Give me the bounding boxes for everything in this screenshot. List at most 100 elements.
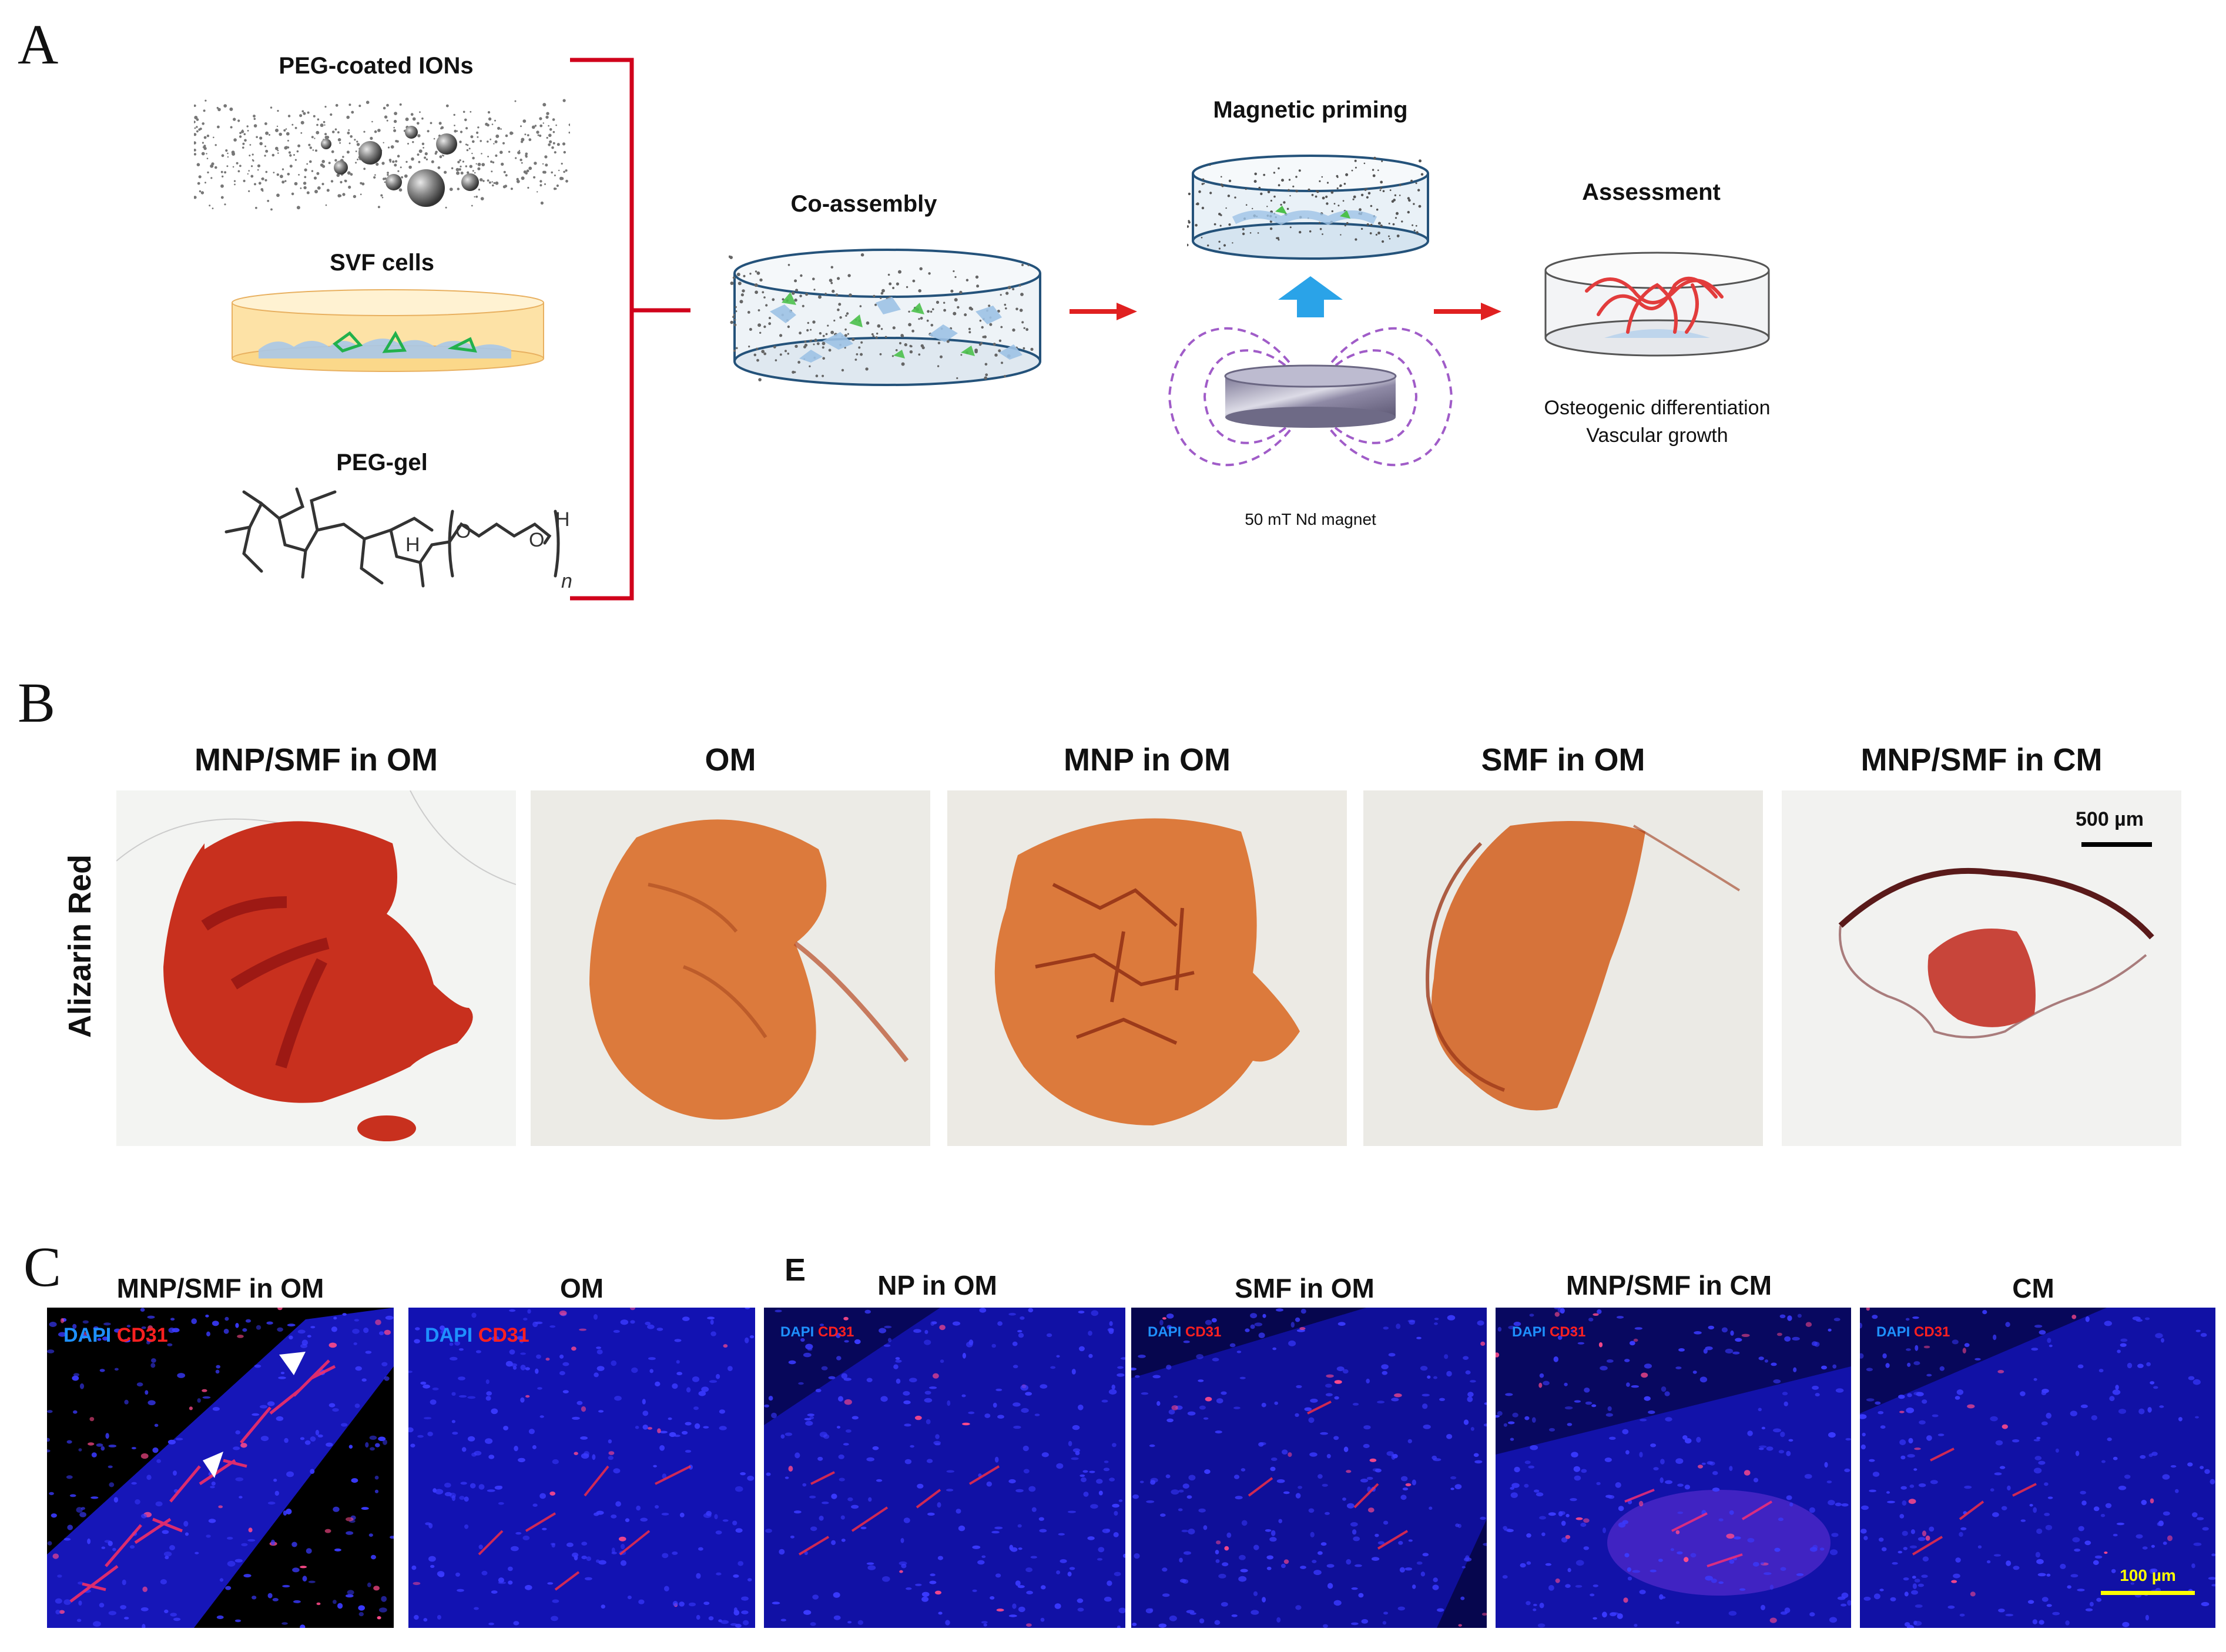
cell-nucleus [929,1580,937,1584]
alizarin-image-mnp-om [947,790,1347,1146]
cell-nucleus [1725,1348,1734,1354]
speckle-dot [982,336,985,339]
cell-nucleus [460,1482,467,1485]
speckle-dot [844,334,847,337]
cell-nucleus [991,1530,1000,1534]
speckle-dot [217,125,220,129]
cell-nucleus [884,1325,892,1329]
cell-nucleus [921,1591,930,1597]
scale-bar-label-b: 500 µm [2076,808,2144,830]
cell-nucleus [1169,1615,1177,1621]
cell-nucleus [857,1620,863,1625]
cell-nucleus [930,1573,936,1576]
cell-nucleus [1416,1336,1422,1339]
cell-nucleus [1815,1393,1820,1397]
cell-nucleus [1539,1603,1544,1609]
cell-nucleus [427,1432,433,1436]
cell-nucleus [1276,1308,1283,1312]
cell-nucleus [1320,1432,1328,1435]
speckle-dot [739,300,743,304]
cell-nucleus [433,1488,437,1493]
cell-nucleus [1352,1403,1359,1406]
cell-nucleus [1020,1316,1025,1320]
cell-nucleus [1429,1506,1433,1510]
cell-nucleus [1907,1362,1911,1367]
cell-nucleus [1930,1480,1938,1485]
speckle-dot [491,170,493,173]
speckle-dot [427,130,430,133]
cell-nucleus [1712,1487,1720,1492]
cell-nucleus [722,1519,729,1522]
cell-nucleus [73,1373,80,1376]
cell-nucleus [1101,1399,1108,1403]
speckle-dot [203,146,207,150]
cell-nucleus [962,1352,966,1359]
speckle-dot [551,171,553,174]
cell-nucleus [630,1320,635,1324]
speckle-dot [978,343,982,346]
cell-nucleus [1917,1583,1925,1587]
speckle-dot [1270,199,1272,202]
cell-nucleus [103,1322,111,1326]
cell-nucleus [513,1621,519,1626]
cell-nucleus [523,1318,528,1321]
cell-nucleus [239,1496,243,1499]
speckle-dot [1392,223,1395,226]
speckle-dot [1413,229,1416,232]
speckle-dot [985,373,988,377]
cell-nucleus [740,1472,746,1476]
cell-nucleus [608,1451,615,1455]
cell-nucleus [542,1527,547,1530]
group-title-b-1: MNP/SMF in OM [195,742,438,778]
cell-nucleus [1832,1364,1837,1369]
cell-nucleus [1270,1466,1276,1472]
speckle-dot [265,170,268,173]
cell-nucleus [822,1502,829,1504]
cell-nucleus [1622,1520,1628,1524]
speckle-dot [1419,159,1422,163]
cell-nucleus [571,1346,576,1351]
cell-nucleus [522,1535,530,1540]
cell-nucleus [887,1338,892,1342]
cell-nucleus [730,1623,737,1626]
speckle-dot [542,163,544,165]
speckle-dot [554,175,556,176]
speckle-dot [847,274,851,277]
cell-nucleus [2109,1396,2115,1402]
cell-nucleus [1461,1566,1466,1569]
cell-nucleus [1238,1576,1247,1582]
cell-nucleus [1152,1375,1161,1379]
cell-nucleus [408,1370,413,1373]
cell-nucleus [1071,1457,1079,1460]
cell-nucleus [511,1546,519,1552]
speckle-dot [964,313,967,317]
speckle-dot [759,331,762,334]
speckle-dot [1373,156,1376,160]
cell-nucleus [913,1329,921,1333]
cell-nucleus [235,1430,241,1435]
cell-nucleus [308,1580,316,1583]
cell-nucleus [1337,1322,1346,1326]
cell-nucleus [108,1611,116,1616]
speckle-dot [932,308,934,310]
cell-nucleus [341,1423,348,1427]
cell-nucleus [286,1471,294,1477]
cell-nucleus [1183,1341,1190,1343]
cell-nucleus [428,1523,433,1529]
cell-nucleus [136,1382,143,1387]
speckle-dot [488,117,492,121]
speckle-dot [829,279,833,282]
cell-nucleus [259,1405,268,1409]
cell-nucleus [1174,1395,1178,1398]
cell-nucleus [2158,1520,2164,1526]
cell-nucleus [226,1537,233,1540]
speckle-dot [399,103,402,106]
speckle-dot [756,358,759,362]
cell-nucleus [1899,1410,1905,1413]
cell-nucleus [310,1326,316,1329]
cell-nucleus [1692,1370,1697,1374]
cell-nucleus [458,1395,467,1398]
cell-nucleus [793,1510,802,1514]
cell-nucleus [1325,1383,1332,1388]
speckle-dot [304,168,307,172]
